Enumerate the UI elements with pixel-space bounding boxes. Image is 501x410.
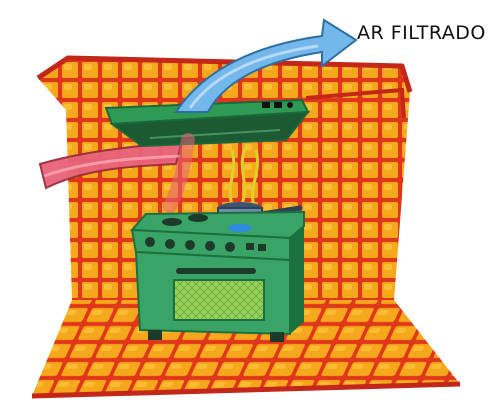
- filtered-air-label: AR FILTRADO: [357, 22, 486, 44]
- stove: [132, 212, 304, 342]
